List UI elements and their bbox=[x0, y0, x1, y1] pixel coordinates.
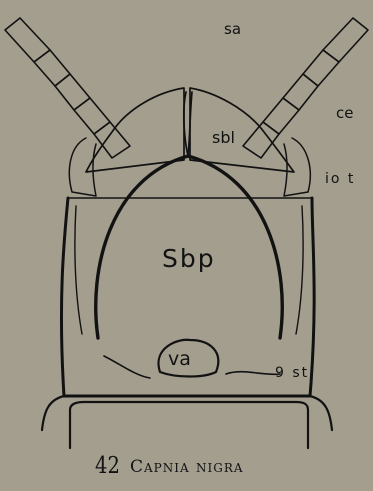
label-9st: 9 st bbox=[275, 366, 309, 380]
lower-segment-inner bbox=[70, 402, 308, 448]
right-antenna-segment bbox=[303, 50, 339, 86]
lower-segment-left bbox=[42, 396, 64, 430]
figure-caption: Capnia nigra bbox=[130, 459, 244, 476]
ninth-sternite-left-line bbox=[104, 356, 150, 378]
label-iot: io t bbox=[325, 172, 355, 186]
ninth-sternite-right-line bbox=[226, 372, 280, 375]
right-antenna bbox=[243, 18, 368, 158]
lower-segment bbox=[42, 396, 332, 448]
left-lateral-lobe bbox=[69, 138, 96, 196]
left-subantennal-lobe bbox=[86, 88, 184, 172]
label-sbl: sbl bbox=[212, 130, 235, 146]
figure-number: 42 bbox=[95, 455, 120, 478]
right-antenna-segment bbox=[283, 74, 318, 110]
left-antenna bbox=[5, 18, 130, 158]
right-lateral-lobe bbox=[284, 138, 310, 196]
right-antenna-segment bbox=[263, 98, 299, 134]
label-sa: sa bbox=[224, 22, 241, 37]
left-antenna-segment bbox=[74, 98, 110, 134]
left-antenna-segment bbox=[94, 122, 130, 158]
lower-segment-right bbox=[310, 396, 332, 430]
left-antenna-segment bbox=[34, 50, 70, 86]
label-sbp: Sbp bbox=[162, 246, 216, 271]
label-va: va bbox=[168, 350, 191, 369]
label-ce: ce bbox=[336, 106, 353, 121]
left-antenna-segment bbox=[55, 74, 90, 110]
right-subantennal-lobe bbox=[190, 88, 294, 172]
